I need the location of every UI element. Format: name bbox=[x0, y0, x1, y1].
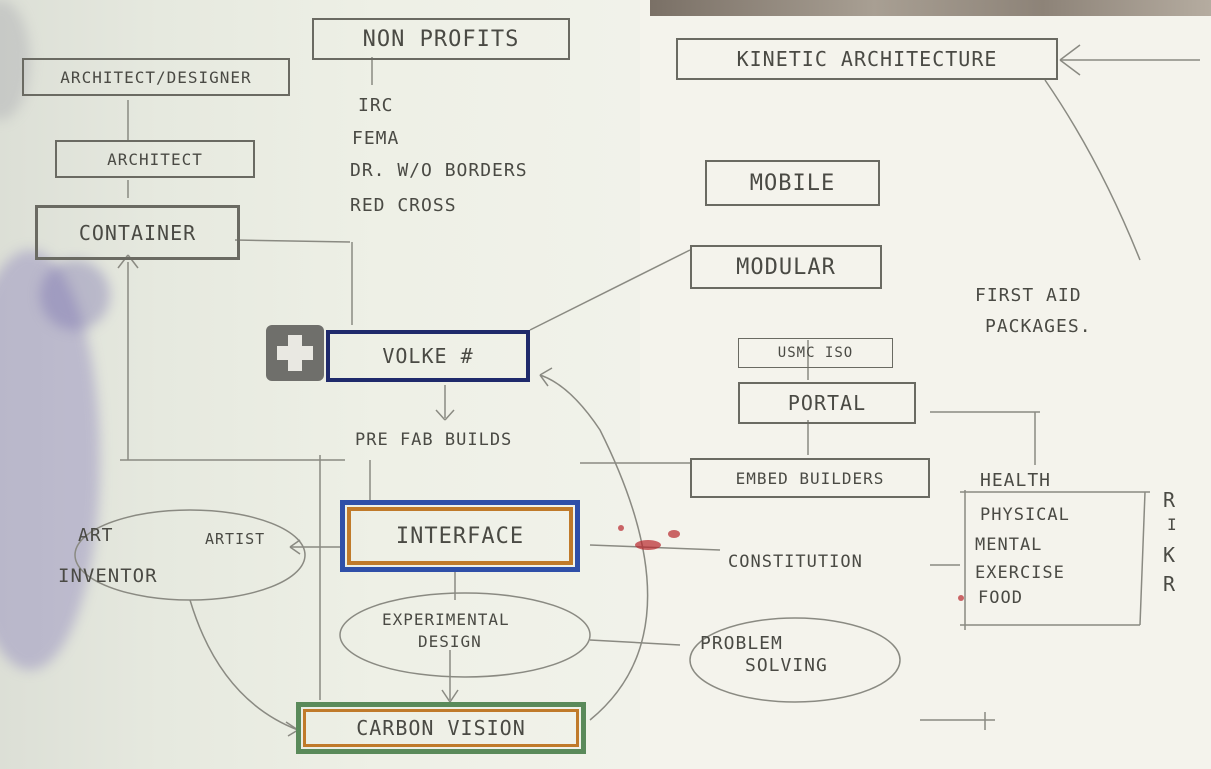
packages-label: PACKAGES. bbox=[985, 316, 1092, 337]
architect-box: ARCHITECT bbox=[55, 140, 255, 178]
photo-edge bbox=[650, 0, 1211, 16]
red-stain bbox=[668, 530, 680, 538]
health-mark: I bbox=[1167, 515, 1178, 534]
inventor-label: INVENTOR bbox=[58, 565, 158, 587]
central-node-box: VOLKE # bbox=[326, 330, 530, 382]
container-label: CONTAINER bbox=[78, 220, 197, 245]
kinetic-architecture-label: KINETIC ARCHITECTURE bbox=[736, 47, 998, 71]
mobile-box: MOBILE bbox=[705, 160, 880, 206]
container-box: CONTAINER bbox=[35, 205, 240, 260]
health-item: PHYSICAL bbox=[980, 505, 1070, 525]
nonprofit-item: DR. W/O BORDERS bbox=[350, 160, 528, 181]
health-mark: R bbox=[1163, 488, 1177, 512]
nonprofit-item: FEMA bbox=[352, 128, 400, 149]
usmc-label: USMC ISO bbox=[777, 345, 854, 361]
red-stain bbox=[958, 595, 964, 601]
embed-builders-label: EMBED BUILDERS bbox=[735, 468, 885, 488]
embed-builders-box: EMBED BUILDERS bbox=[690, 458, 930, 498]
nonprofit-item: IRC bbox=[358, 95, 394, 116]
mobile-label: MOBILE bbox=[749, 170, 836, 196]
artist-label: ARTIST bbox=[205, 530, 266, 548]
nonprofit-item: RED CROSS bbox=[350, 195, 457, 216]
problem-label: PROBLEM bbox=[700, 633, 783, 654]
health-title: HEALTH bbox=[980, 470, 1052, 491]
nonprofits-box: NON PROFITS bbox=[312, 18, 570, 60]
red-stain bbox=[618, 525, 624, 531]
carbon-vision-box: CARBON VISION bbox=[296, 702, 586, 754]
health-item: EXERCISE bbox=[975, 563, 1065, 583]
experimental-label: EXPERIMENTAL bbox=[382, 610, 510, 629]
health-item: MENTAL bbox=[975, 535, 1043, 555]
portal-label: PORTAL bbox=[787, 391, 867, 415]
modular-box: MODULAR bbox=[690, 245, 882, 289]
first-aid-label: FIRST AID bbox=[975, 285, 1082, 306]
architect-designer-label: ARCHITECT/DESIGNER bbox=[60, 67, 252, 87]
art-label: ART bbox=[78, 525, 114, 546]
modular-label: MODULAR bbox=[736, 254, 836, 280]
red-stain bbox=[635, 540, 661, 550]
nonprofits-label: NON PROFITS bbox=[362, 26, 520, 52]
health-mark: K bbox=[1163, 543, 1177, 567]
central-node-label: VOLKE # bbox=[382, 344, 474, 368]
interface-label: INTERFACE bbox=[395, 523, 525, 549]
design-label: DESIGN bbox=[418, 632, 482, 651]
constitution-label: CONSTITUTION bbox=[728, 552, 863, 572]
medical-cross-icon bbox=[266, 325, 324, 381]
interface-box: INTERFACE bbox=[340, 500, 580, 572]
health-mark: R bbox=[1163, 572, 1177, 596]
ink-wash bbox=[40, 260, 110, 330]
prefab-label: PRE FAB BUILDS bbox=[355, 430, 513, 450]
architect-label: ARCHITECT bbox=[107, 149, 203, 169]
architect-designer-box: ARCHITECT/DESIGNER bbox=[22, 58, 290, 96]
carbon-vision-label: CARBON VISION bbox=[356, 716, 526, 740]
health-item: FOOD bbox=[978, 588, 1023, 608]
portal-box: PORTAL bbox=[738, 382, 916, 424]
usmc-box: USMC ISO bbox=[738, 338, 893, 368]
kinetic-architecture-box: KINETIC ARCHITECTURE bbox=[676, 38, 1058, 80]
solving-label: SOLVING bbox=[745, 655, 828, 676]
